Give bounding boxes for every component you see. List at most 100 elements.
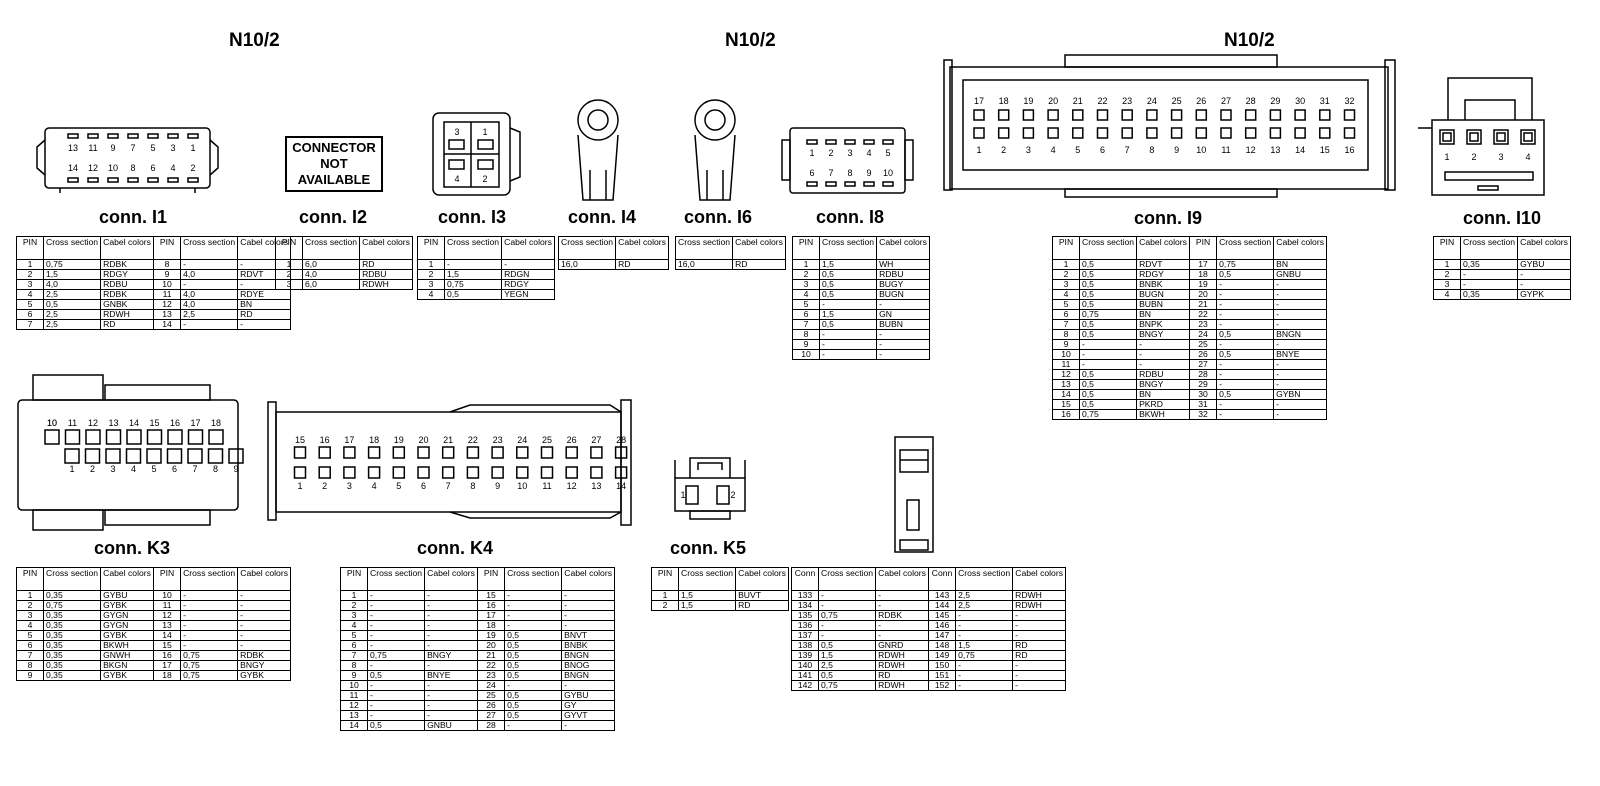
cell-pin: 7	[792, 319, 820, 330]
pin-cavity	[1047, 109, 1059, 121]
cell-cross-section: 0,5	[42, 299, 102, 310]
cell-cross-section: 0,5	[817, 670, 877, 681]
cell-cross-section: -	[818, 349, 878, 360]
cell-cross-section: 0,75	[180, 650, 239, 661]
table-row: 136--146--	[791, 620, 1067, 631]
pin-cavity	[997, 109, 1010, 121]
pin-label: 7	[192, 464, 198, 474]
pin-label: 19	[1023, 96, 1034, 106]
cell-cross-section: 0,75	[366, 650, 426, 661]
col-header-pin: PIN	[153, 567, 182, 591]
pin-cavity	[187, 133, 199, 139]
pin-cavity	[1244, 127, 1257, 139]
pin-label: 1	[976, 145, 982, 155]
cell-pin: 152	[928, 680, 957, 691]
pin-cavity	[1146, 109, 1158, 121]
col-header-cabel-colors: Cabel colors	[1136, 236, 1191, 260]
cell-cross-section: 4,0	[180, 269, 239, 280]
cell-cabel-color: RD	[875, 670, 930, 681]
cell-pin: 27	[477, 710, 506, 721]
cell-cabel-color: -	[1517, 269, 1572, 280]
pin-label: 12	[87, 163, 99, 173]
pin-label: 9	[866, 168, 872, 178]
cell-cabel-color: GYBK	[100, 600, 155, 611]
cell-pin: 13	[1052, 379, 1080, 390]
pin-label: 11	[1221, 145, 1231, 155]
cell-pin: 4	[1052, 289, 1080, 300]
cell-pin: 31	[1189, 399, 1218, 410]
cell-cabel-color: -	[424, 660, 479, 671]
cell-cross-section: -	[817, 590, 877, 601]
pin-cavity	[1442, 132, 1452, 142]
table-row: 3--17--	[340, 610, 616, 621]
col-header-cabel-colors: Cabel colors	[100, 567, 155, 591]
cell-pin: 17	[153, 660, 182, 671]
col-header-cross-section: Cross section	[557, 236, 617, 260]
cell-cross-section: 2,5	[955, 590, 1014, 601]
cell-cross-section: 1,5	[817, 650, 877, 661]
cell-pin: 14	[153, 319, 182, 330]
cell-cross-section: 0,5	[1078, 319, 1138, 330]
cell-pin: 8	[153, 259, 182, 270]
cell-pin: 15	[1052, 399, 1080, 410]
cell-cabel-color: BUGN	[1136, 289, 1191, 300]
cell-cabel-color: GYBU	[561, 690, 616, 701]
cell-cross-section: -	[818, 329, 878, 340]
pin-cavity	[167, 429, 183, 445]
cell-cabel-color: -	[561, 680, 616, 691]
cell-cabel-color: BNPK	[1136, 319, 1191, 330]
connector-not-available-box: CONNECTOR NOT AVAILABLE	[285, 136, 383, 192]
col-header-cabel-colors: Cabel colors	[1012, 567, 1067, 591]
cell-pin: 9	[1052, 339, 1080, 350]
cell-cross-section: -	[955, 680, 1014, 691]
pin-cavity	[367, 466, 381, 479]
cell-pin: 12	[1052, 369, 1080, 380]
cell-pin: 1	[16, 259, 44, 270]
cell-pin: 10	[340, 680, 368, 691]
cell-cross-section: 0,75	[817, 680, 877, 691]
cell-cabel-color: -	[876, 339, 931, 350]
pin-label: 16	[1344, 145, 1355, 155]
cell-pin: 10	[153, 279, 182, 290]
cell-pin: 12	[153, 299, 182, 310]
pin-label: 28	[616, 435, 627, 445]
cell-cabel-color: RD	[1012, 640, 1067, 651]
pin-label: 2	[730, 490, 736, 500]
col-header-cabel-colors: Cabel colors	[359, 236, 414, 260]
pin-label: 31	[1319, 96, 1330, 106]
cell-cabel-color: BKWH	[100, 640, 155, 651]
cell-pin: 6	[16, 309, 44, 320]
pin-label: 9	[110, 143, 116, 153]
col-header-pin: PIN	[1433, 236, 1461, 260]
cell-cabel-color: -	[1012, 670, 1067, 681]
cell-cross-section: 0,35	[42, 640, 102, 651]
pin-label: 24	[1146, 96, 1157, 106]
cell-cabel-color: BNGN	[1273, 329, 1328, 340]
cell-pin: 142	[791, 680, 819, 691]
cell-cabel-color: RD	[237, 309, 292, 320]
cell-pin: 23	[477, 670, 506, 681]
cell-pin: 5	[792, 299, 820, 310]
cell-cabel-color: -	[424, 710, 479, 721]
cell-cabel-color: -	[237, 640, 292, 651]
cell-cabel-color: BNVT	[561, 630, 616, 641]
cell-cabel-color: -	[1273, 339, 1328, 350]
cell-cabel-color: GY	[561, 700, 616, 711]
table-row: 3--	[1433, 279, 1572, 290]
cell-pin: 12	[340, 700, 368, 711]
cell-cabel-color: GNBU	[1273, 269, 1328, 280]
pin-label: 13	[591, 481, 602, 491]
cell-pin: 18	[1189, 269, 1218, 280]
pin-label: 2	[828, 148, 834, 158]
pin-label: 27	[1220, 96, 1232, 106]
